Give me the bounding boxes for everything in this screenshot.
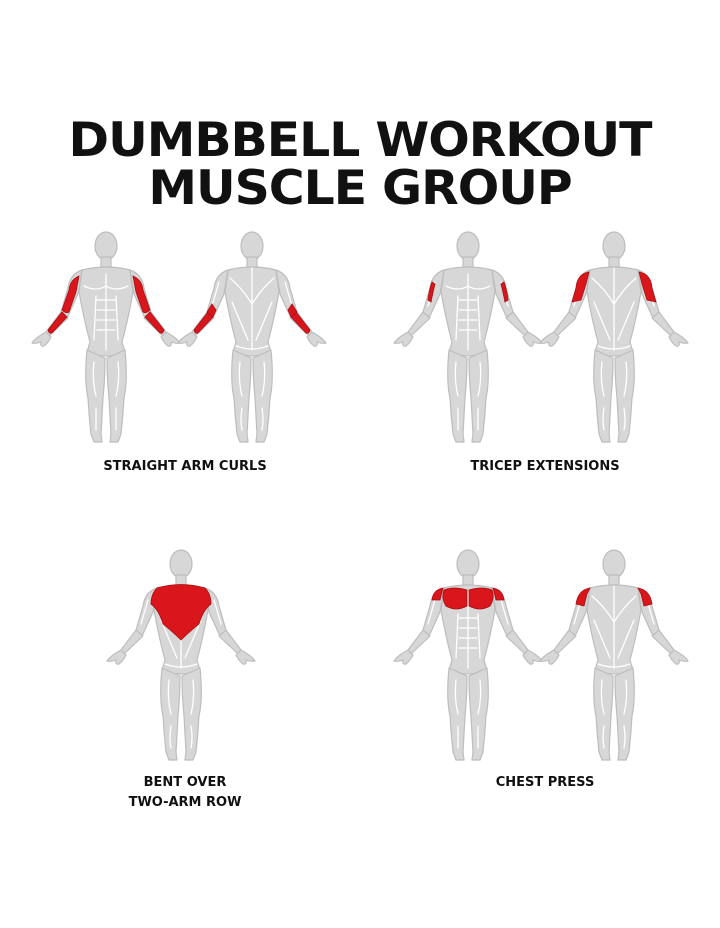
back-body-figure — [540, 232, 688, 442]
back-body-figure — [178, 232, 326, 442]
exercise-panel-bent-over-two-arm-row — [40, 548, 330, 768]
body-figures-bent-over-two-arm-row — [40, 548, 330, 768]
exercise-label-chest-press: CHEST PRESS — [400, 773, 690, 793]
body-figures-chest-press — [400, 548, 690, 768]
back-body-figure — [107, 550, 255, 760]
exercise-label-line: TRICEP EXTENSIONS — [470, 459, 620, 474]
exercise-panel-chest-press — [400, 548, 690, 768]
exercise-panel-straight-arm-curls — [40, 230, 330, 450]
body-figures-straight-arm-curls — [40, 230, 330, 450]
front-body-figure — [394, 550, 542, 760]
exercise-label-line: BENT OVER — [143, 775, 227, 790]
body-figures-tricep-extensions — [400, 230, 690, 450]
title-line-2: MUSCLE GROUP — [148, 161, 572, 216]
page-title: DUMBBELL WORKOUT MUSCLE GROUP — [0, 117, 720, 213]
title-line-1: DUMBBELL WORKOUT — [68, 113, 653, 168]
exercise-label-bent-over-two-arm-row: BENT OVER TWO-ARM ROW — [40, 773, 330, 813]
exercise-panel-tricep-extensions — [400, 230, 690, 450]
front-body-figure — [32, 232, 180, 442]
exercise-label-line: CHEST PRESS — [495, 775, 595, 790]
front-body-figure — [394, 232, 542, 442]
exercise-label-line: STRAIGHT ARM CURLS — [103, 459, 267, 474]
back-body-figure — [540, 550, 688, 760]
exercise-label-line: TWO-ARM ROW — [128, 795, 242, 810]
exercise-label-tricep-extensions: TRICEP EXTENSIONS — [400, 457, 690, 477]
exercise-label-straight-arm-curls: STRAIGHT ARM CURLS — [40, 457, 330, 477]
